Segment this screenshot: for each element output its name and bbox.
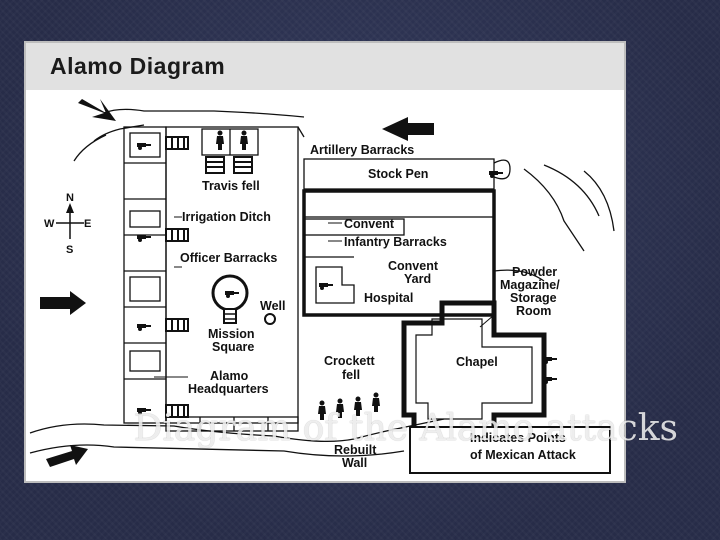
label-infantry-barracks: Infantry Barracks [344, 235, 447, 249]
compass-rose: N S E W [44, 192, 91, 256]
label-powder-3: Storage [510, 291, 557, 305]
leader-lines [154, 216, 495, 378]
label-crockett-1: Crockett [324, 354, 376, 368]
label-travis-fell: Travis fell [202, 179, 260, 193]
river-lines [29, 108, 615, 457]
compound-walls [123, 126, 511, 432]
label-legend-2: of Mexican Attack [470, 448, 576, 462]
label-convent: Convent [344, 217, 395, 231]
legend-box [409, 426, 611, 474]
label-convent-yard-1: Convent [388, 259, 439, 273]
label-powder-4: Room [516, 304, 551, 318]
alamo-map: N S E W Artillery Barracks Stock Pen Tra… [29, 99, 615, 474]
label-powder-1: Powder [512, 265, 557, 279]
label-well: Well [260, 299, 285, 313]
diagram-title: Alamo Diagram [26, 43, 624, 90]
label-chapel: Chapel [456, 355, 498, 369]
label-hospital: Hospital [364, 291, 413, 305]
label-rebuilt-1: Rebuilt [334, 443, 377, 457]
label-artillery-barracks: Artillery Barracks [310, 143, 414, 157]
label-legend-1: Indicates Points [470, 431, 566, 445]
label-crockett-2: fell [342, 368, 360, 382]
ladder-markers [165, 136, 253, 418]
label-mission-1: Mission [208, 327, 255, 341]
label-convent-yard-2: Yard [404, 272, 431, 286]
label-mission-2: Square [212, 340, 254, 354]
label-hq-2: Headquarters [188, 382, 269, 396]
label-officer-barracks: Officer Barracks [180, 251, 277, 265]
label-stock-pen: Stock Pen [368, 167, 428, 181]
map-labels: Artillery Barracks Stock Pen Travis fell… [180, 143, 576, 470]
compass-w: W [44, 218, 55, 230]
slide-caption: Diagram of the Alamo attacks [133, 408, 678, 449]
label-irrigation-ditch: Irrigation Ditch [182, 210, 271, 224]
compass-e: E [84, 218, 91, 230]
chapel-building [401, 300, 547, 436]
label-hq-1: Alamo [210, 369, 249, 383]
label-powder-2: Magazine/ [500, 278, 560, 292]
compass-s: S [66, 244, 73, 256]
compass-n: N [66, 192, 74, 204]
label-rebuilt-2: Wall [342, 456, 367, 470]
